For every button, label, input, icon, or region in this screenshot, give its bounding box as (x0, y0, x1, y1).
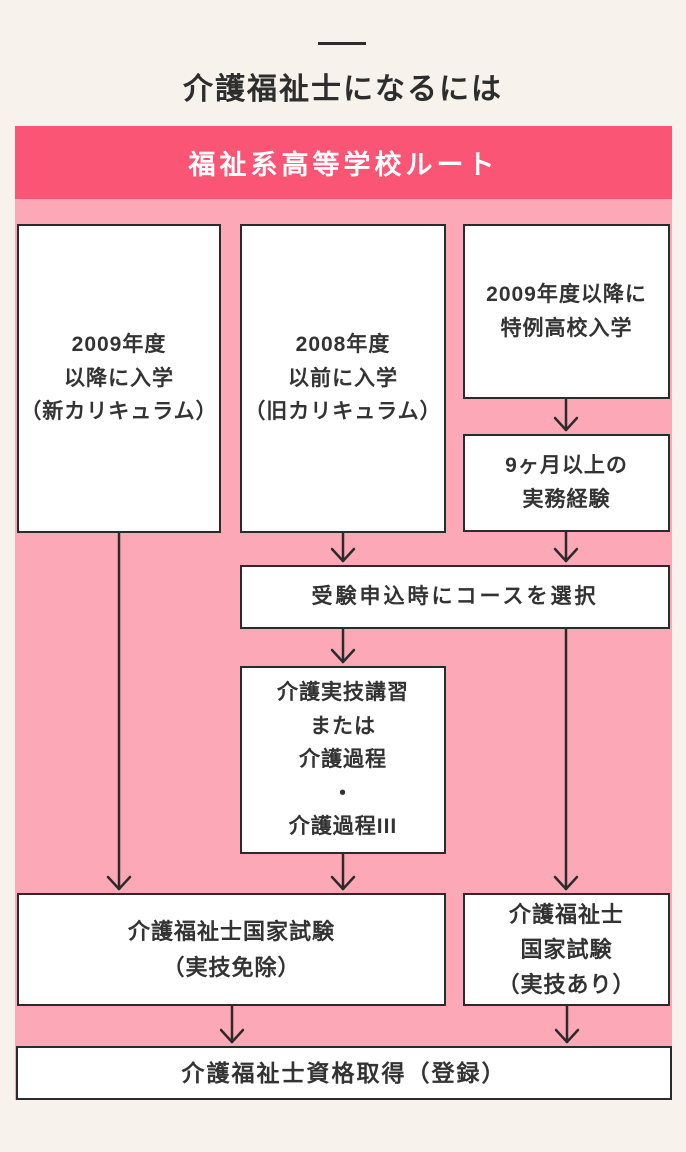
route-banner: 福祉系高等学校ルート (15, 126, 672, 199)
node-work-experience: 9ヶ月以上の 実務経験 (463, 434, 670, 532)
node-special-highschool: 2009年度以降に 特例高校入学 (463, 224, 670, 399)
node-old-curriculum-label: 2008年度 以前に入学 （旧カリキュラム） (244, 333, 442, 424)
node-new-curriculum: 2009年度 以降に入学 （新カリキュラム） (17, 224, 221, 533)
node-registration: 介護福祉士資格取得（登録） (16, 1046, 672, 1100)
node-work-experience-label: 9ヶ月以上の 実務経験 (505, 454, 628, 511)
node-practical-training: 介護実技講習 または 介護過程 ・ 介護過程III (240, 666, 446, 854)
node-exam-practical: 介護福祉士 国家試験 （実技あり） (463, 893, 670, 1006)
node-registration-label: 介護福祉士資格取得（登録） (181, 1059, 507, 1086)
node-practical-training-label: 介護実技講習 または 介護過程 ・ 介護過程III (277, 681, 409, 839)
node-exam-practical-label: 介護福祉士 国家試験 （実技あり） (497, 901, 636, 998)
node-special-highschool-label: 2009年度以降に 特例高校入学 (486, 282, 647, 340)
node-exam-exempt: 介護福祉士国家試験 （実技免除） (17, 893, 446, 1006)
node-old-curriculum: 2008年度 以前に入学 （旧カリキュラム） (240, 224, 446, 533)
node-exam-exempt-label: 介護福祉士国家試験 （実技免除） (127, 919, 335, 980)
page-title: 介護福祉士になるには (183, 73, 503, 106)
node-course-select-label: 受験申込時にコースを選択 (311, 585, 599, 609)
node-new-curriculum-label: 2009年度 以降に入学 （新カリキュラム） (20, 333, 218, 424)
route-banner-label: 福祉系高等学校ルート (188, 150, 499, 180)
node-course-select: 受験申込時にコースを選択 (240, 565, 670, 629)
title-divider-dash (318, 42, 366, 45)
